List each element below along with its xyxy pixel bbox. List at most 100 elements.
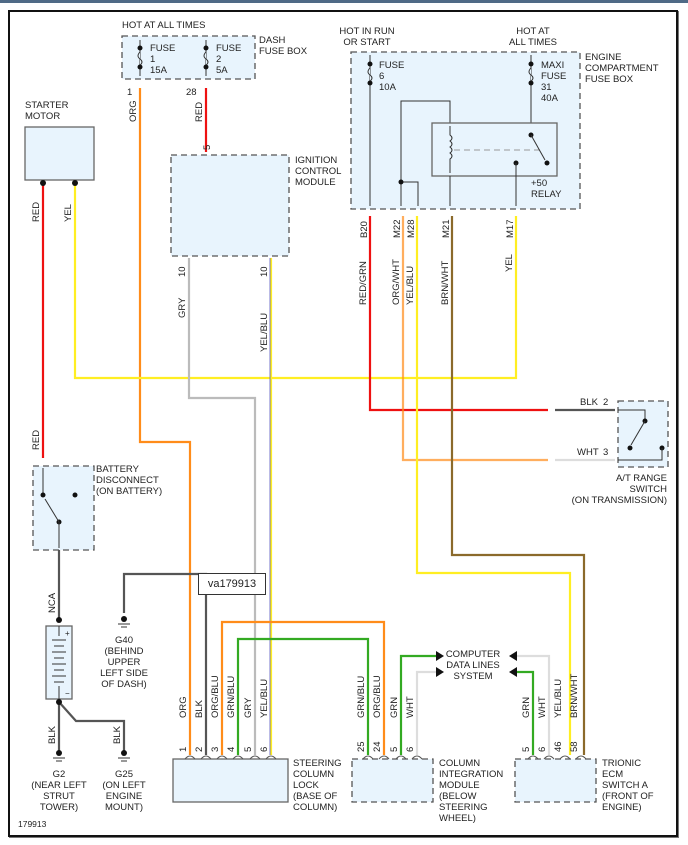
connector-pin — [249, 755, 261, 760]
pin-label: 2 — [194, 747, 205, 752]
pin-label: 10 — [259, 266, 270, 277]
pin-label: 6 — [405, 747, 416, 752]
ignition-control-module[interactable] — [170, 154, 290, 257]
trionic-ecm[interactable] — [514, 758, 597, 803]
engine-power-label-run: HOT IN RUN — [339, 26, 394, 37]
pin-label: M28 — [406, 220, 417, 238]
ground-g40-icon — [118, 616, 130, 628]
dash-power-label: HOT AT ALL TIMES — [122, 20, 205, 31]
pin-label: 2 — [603, 397, 608, 408]
wire-label: YEL — [63, 204, 74, 222]
wire-label: BLK — [580, 397, 599, 408]
wire-label: ORG — [178, 696, 189, 718]
at-range-switch-label: SWITCH — [630, 484, 668, 495]
wire-redgrn-b20 — [368, 216, 548, 412]
connector-pin — [216, 755, 228, 760]
engine-power-label-run: OR START — [343, 37, 390, 48]
relay-label: +50 — [531, 178, 547, 189]
pin-label: 5 — [521, 747, 532, 752]
computer-data-lines-label: DATA LINES — [446, 660, 500, 671]
ground-desc: TOWER) — [40, 802, 78, 813]
wire-label: YEL/BLU — [259, 679, 270, 718]
fuse-1-label: 1 — [150, 54, 155, 65]
steering-column-lock-label: COLUMN — [293, 769, 334, 780]
connector-pin — [575, 755, 587, 760]
maxi-fuse-label: MAXI — [541, 60, 564, 71]
trionic-ecm-label: ENGINE) — [602, 802, 642, 813]
column-integration-module[interactable] — [351, 758, 434, 803]
ground-desc: (ON LEFT — [102, 780, 145, 791]
wire-wht-cim — [415, 670, 436, 755]
ground-desc: LEFT SIDE — [100, 668, 148, 679]
connector-pin — [559, 755, 571, 760]
fuse-1-label: 15A — [150, 65, 168, 76]
pin-label: 28 — [186, 87, 197, 98]
ground-label: G25 — [115, 769, 133, 780]
wire-yelblu-m28 — [415, 216, 572, 755]
cim-label: MODULE — [439, 780, 480, 791]
wire-label: BRN/WHT — [440, 260, 451, 305]
pin-label: 6 — [537, 747, 548, 752]
relay-label: RELAY — [531, 189, 562, 200]
ground-g25-icon — [118, 750, 130, 762]
icm-label: IGNITION — [295, 155, 337, 166]
icm-label: CONTROL — [295, 166, 341, 177]
pin-label: 3 — [603, 447, 608, 458]
ground-g2-icon — [53, 750, 65, 762]
pin-label: M21 — [441, 220, 452, 238]
pin-label: 58 — [569, 741, 580, 752]
pin-label: 5 — [389, 747, 400, 752]
wire-label: YEL/BLU — [553, 679, 564, 718]
computer-data-lines-label: COMPUTER — [446, 649, 501, 660]
engine-fuse-box-label: FUSE BOX — [585, 74, 634, 85]
wire-label: WHT — [405, 696, 416, 718]
pin-label: 5 — [243, 747, 254, 752]
at-range-switch-label: A/T RANGE — [616, 473, 667, 484]
fuse-6-label: FUSE — [379, 60, 404, 71]
computer-data-lines-label: SYSTEM — [453, 671, 492, 682]
wire-label: GRN — [389, 697, 400, 718]
wire-label: ORG/WHT — [391, 259, 402, 305]
wire-wht-ecm — [517, 654, 551, 755]
wire-label: BLK — [194, 699, 205, 718]
trionic-ecm-label: (FRONT OF — [602, 791, 654, 802]
pin-label: B20 — [359, 221, 370, 238]
battery-disconnect[interactable] — [32, 465, 95, 551]
ground-label: G2 — [53, 769, 66, 780]
wire-grn-ecm — [517, 670, 535, 755]
steering-column-lock-label: STEERING — [293, 758, 342, 769]
cim-label: COLUMN — [439, 758, 480, 769]
fuse-6-label: 10A — [379, 82, 397, 93]
wire-label: WHT — [537, 696, 548, 718]
cim-label: STEERING — [439, 802, 488, 813]
engine-power-label-always: HOT AT — [516, 26, 550, 37]
image-id-callout: va179913 — [198, 573, 266, 595]
window-top-bar — [0, 0, 688, 3]
pin-label: 10 — [177, 266, 188, 277]
cim-label: (BELOW — [439, 791, 477, 802]
wire-org-fuse1 — [138, 88, 192, 755]
wire-label: YEL — [504, 254, 515, 272]
wire-blk-g25 — [58, 701, 126, 752]
steering-column-lock[interactable] — [172, 758, 289, 803]
wire-label: GRN/BLU — [356, 676, 367, 718]
connector-pin — [543, 755, 555, 760]
wire-label: GRY — [177, 297, 188, 318]
wire-yel-starter — [73, 183, 518, 380]
fuse-2-label: 2 — [216, 54, 221, 65]
ground-desc: STRUT — [43, 791, 75, 802]
wire-orgblu — [220, 620, 386, 755]
starter-motor[interactable] — [24, 126, 95, 181]
wire-label: RED/GRN — [358, 261, 369, 305]
ground-desc: ENGINE — [106, 791, 142, 802]
pin-label: 5 — [202, 145, 213, 150]
wire-grnblu — [236, 637, 370, 755]
battery-disconnect-label: BATTERY — [96, 464, 140, 475]
connector-pin — [395, 755, 407, 760]
pin-label: 46 — [553, 741, 564, 752]
wire-blk-g40 — [122, 572, 208, 755]
at-range-switch[interactable] — [617, 400, 669, 468]
wire-label: GRN/BLU — [226, 676, 237, 718]
connector-pin — [265, 755, 277, 760]
wire-label: GRN — [521, 697, 532, 718]
